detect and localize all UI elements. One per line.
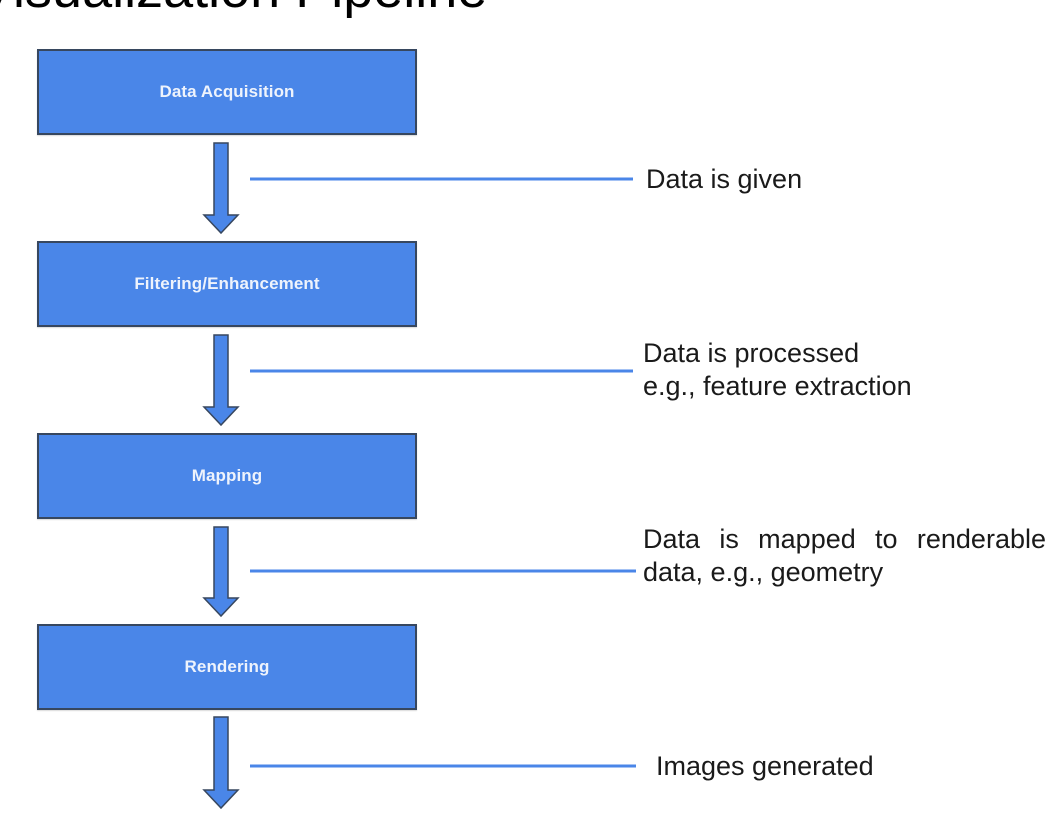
annotation-line: Data is processed [643, 338, 860, 368]
annotation-line: Images generated [656, 751, 874, 781]
stage-filtering-enhancement: Filtering/Enhancement [37, 241, 417, 327]
stage-label: Rendering [184, 657, 270, 676]
stage-rendering: Rendering [37, 624, 417, 710]
annotation-data-mapped: Data is mapped to renderable data, e.g.,… [643, 524, 1046, 587]
annotation-data-given: Data is given [646, 163, 802, 196]
stage-mapping: Mapping [37, 433, 417, 519]
arrow-rendering-to-output-icon [202, 716, 240, 810]
diagram-title: Visualization Pipeline [0, 0, 487, 16]
arrow-acquisition-to-filtering-icon [202, 142, 240, 235]
stage-data-acquisition: Data Acquisition [37, 49, 417, 135]
stage-label: Filtering/Enhancement [134, 274, 320, 293]
stage-label: Data Acquisition [159, 82, 295, 101]
annotation-data-processed: Data is processed e.g., feature extracti… [643, 337, 912, 403]
annotation-line: Data is given [646, 164, 803, 194]
annotation-images-generated: Images generated [656, 750, 874, 783]
arrow-filtering-to-mapping-icon [202, 334, 240, 427]
arrow-mapping-to-rendering-icon [202, 526, 240, 618]
annotation-line: e.g., feature extraction [643, 371, 912, 401]
stage-label: Mapping [191, 466, 263, 485]
